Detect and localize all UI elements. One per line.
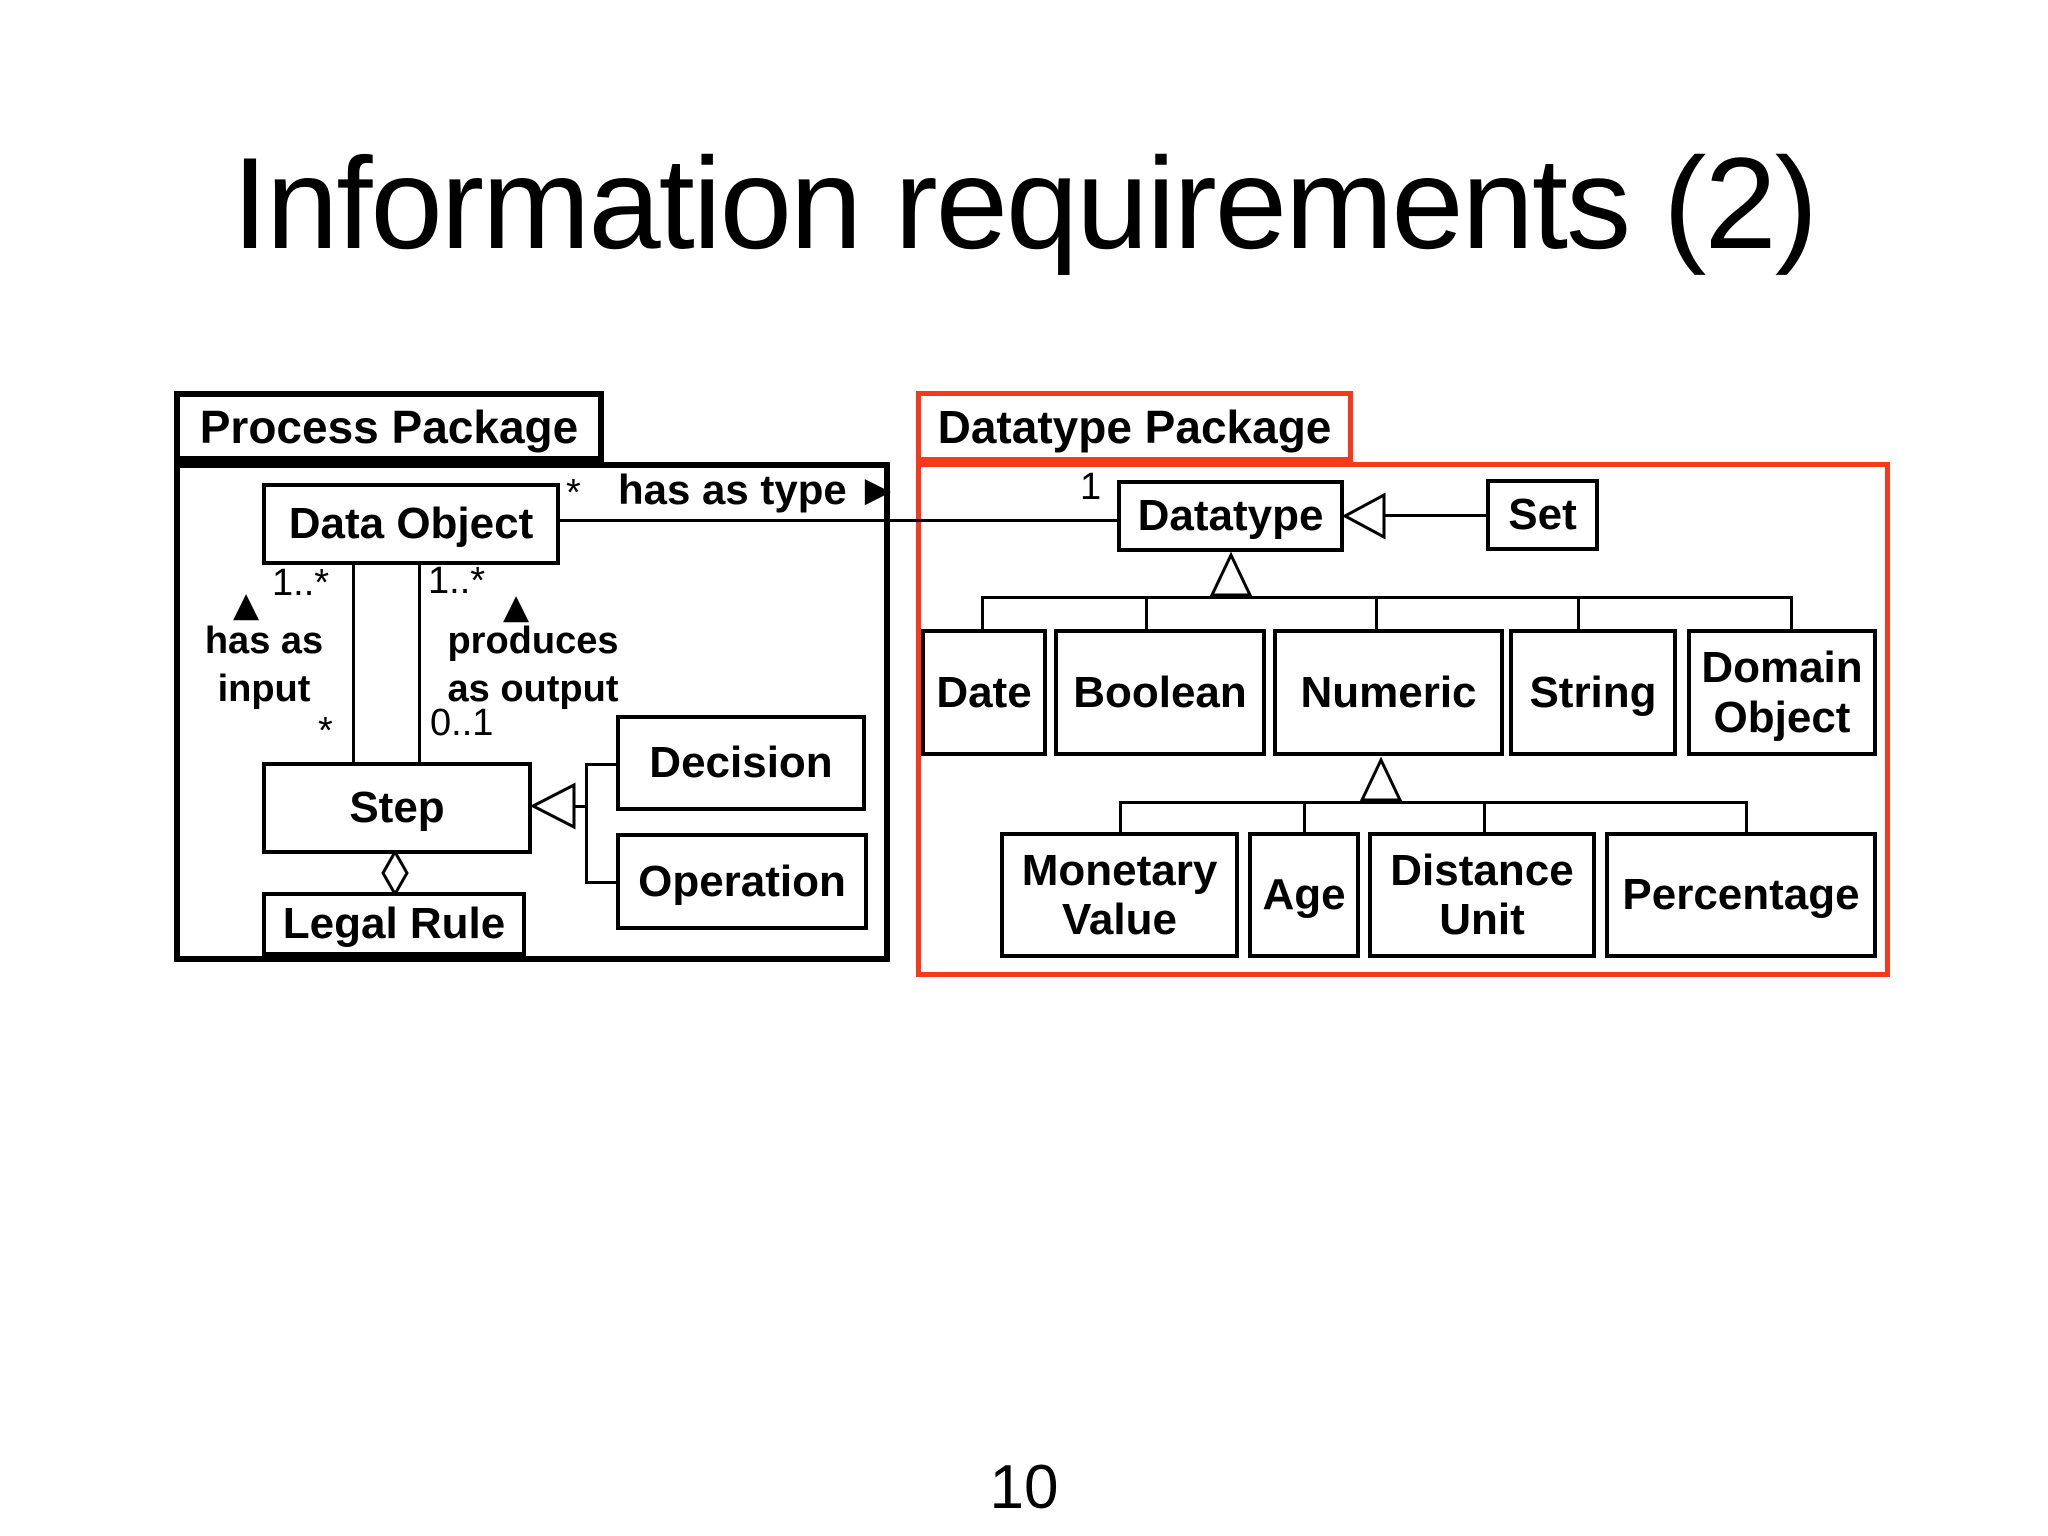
operation-stub-line [585,881,618,884]
class-box-percentage: Percentage [1605,832,1877,958]
domain-object-stub-line [1790,596,1793,632]
reading-direction-right-icon: ▶ [864,470,891,510]
class-box-numeric: Numeric [1273,629,1504,756]
step-generalization-triangle-icon [530,782,576,830]
step-generalization-line [574,805,587,808]
produces-as-output-direction-up-icon: ▲ [503,587,530,627]
class-box-date: Date [921,629,1047,756]
step-label: Step [349,783,445,833]
class-box-string: String [1509,629,1677,756]
produces-as-output-association-line [418,565,421,762]
set-generalization-line [1384,514,1486,517]
process-package-label: Process Package [199,400,579,453]
legal-rule-label: Legal Rule [282,899,506,949]
step-generalization-bus [585,763,588,884]
numeric-stub-line [1375,596,1378,632]
has-as-input-association-line [352,565,355,762]
page-number: 10 [989,1453,1059,1522]
percentage-stub-line [1745,801,1748,835]
operation-label: Operation [638,856,846,906]
age-stub-line [1303,801,1306,835]
distance-unit-stub-line [1483,801,1486,835]
string-stub-line [1577,596,1580,632]
boolean-stub-line [1145,596,1148,632]
set-label: Set [1508,490,1577,540]
has-as-input-association-name: has as input [204,620,324,710]
class-box-step: Step [262,762,532,854]
datatype-label: Datatype [1137,491,1324,541]
date-label: Date [936,667,1032,717]
date-stub-line [981,596,984,632]
process-package-tab: Process Package [174,391,604,462]
class-box-data-object: Data Object [262,483,560,565]
class-box-domain-object: Domain Object [1687,629,1877,756]
class-box-distance-unit: Distance Unit [1368,832,1596,958]
has-as-input-step-multiplicity: * [318,710,333,752]
numeric-generalization-triangle-icon [1359,757,1403,802]
page-title: Information requirements (2) [231,130,1818,276]
step-aggregation-diamond-icon [381,850,409,896]
class-box-decision: Decision [616,715,866,811]
class-box-set: Set [1486,479,1599,551]
decision-stub-line [585,763,618,766]
numeric-generalization-bus [1119,801,1748,804]
class-box-legal-rule: Legal Rule [262,892,526,956]
percentage-label: Percentage [1622,870,1860,920]
monetary-value-stub-line [1119,801,1122,835]
data-object-label: Data Object [288,499,534,549]
has-as-type-target-multiplicity: 1 [1080,466,1102,508]
string-label: String [1529,667,1657,717]
produces-as-output-step-multiplicity: 0..1 [430,702,494,744]
set-generalization-triangle-icon [1342,492,1386,540]
class-box-boolean: Boolean [1054,629,1266,756]
has-as-type-text: has as type [618,466,847,513]
monetary-value-label: Monetary Value [1021,845,1218,944]
domain-object-label: Domain Object [1701,643,1863,742]
datatype-package-label: Datatype Package [937,400,1332,453]
has-as-type-source-multiplicity: * [566,472,581,514]
datatype-generalization-triangle-icon [1209,552,1253,597]
numeric-label: Numeric [1300,667,1477,717]
class-box-datatype: Datatype [1117,480,1344,552]
class-box-age: Age [1248,832,1360,958]
class-box-operation: Operation [616,833,868,930]
has-as-input-direction-up-icon: ▲ [233,585,260,625]
age-label: Age [1262,870,1346,920]
has-as-type-association-name: has as type ▶ [618,466,891,514]
has-as-input-data-object-multiplicity: 1..* [272,562,330,604]
decision-label: Decision [649,738,833,788]
distance-unit-label: Distance Unit [1390,845,1574,944]
class-box-monetary-value: Monetary Value [1000,832,1239,958]
produces-as-output-association-name: produces as output [447,620,619,710]
boolean-label: Boolean [1073,667,1247,717]
has-as-type-association-line [560,519,1117,522]
produces-as-output-data-object-multiplicity: 1..* [428,560,486,602]
datatype-generalization-bus [981,596,1793,599]
datatype-package-tab: Datatype Package [916,391,1353,462]
